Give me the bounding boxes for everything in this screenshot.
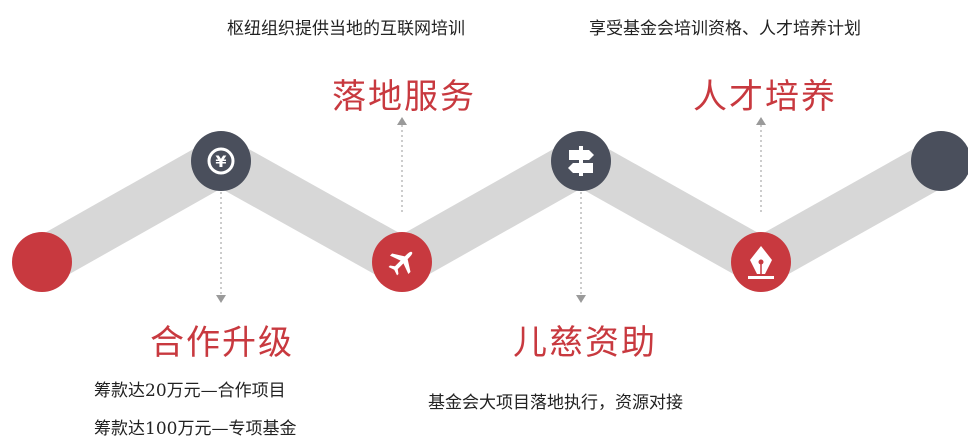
money-icon: ¥ [207, 147, 235, 175]
pen-icon [748, 246, 774, 279]
start-node [12, 232, 72, 292]
step-2-title: 落地服务 [332, 77, 476, 117]
step-3-description: 基金会大项目落地执行，资源对接 [428, 393, 683, 413]
signpost-icon [568, 146, 594, 176]
svg-text:¥: ¥ [215, 152, 226, 171]
step-1-node: ¥ [191, 131, 251, 191]
step-2-description: 枢纽组织提供当地的互联网培训 [227, 19, 465, 39]
step-4-title: 人才培养 [693, 77, 837, 117]
step-2-node [372, 232, 432, 292]
step-3-title: 儿慈资助 [513, 323, 657, 363]
step-1-description-line-2: 筹款达100万元—专项基金 [94, 419, 297, 439]
connector-arrow-down-1 [216, 192, 226, 303]
connector-arrow-up-2 [397, 117, 407, 212]
zigzag-ribbon [30, 133, 953, 290]
step-4-description: 享受基金会培训资格、人才培养计划 [589, 19, 861, 39]
connector-arrow-up-4 [756, 117, 766, 212]
step-1-title: 合作升级 [150, 323, 294, 363]
airplane-icon [388, 251, 413, 276]
step-4-node [731, 232, 791, 292]
step-3-node [551, 131, 611, 191]
connector-arrow-down-3 [576, 192, 586, 303]
end-node [911, 131, 968, 191]
step-1-description-line-1: 筹款达20万元—合作项目 [94, 381, 286, 401]
